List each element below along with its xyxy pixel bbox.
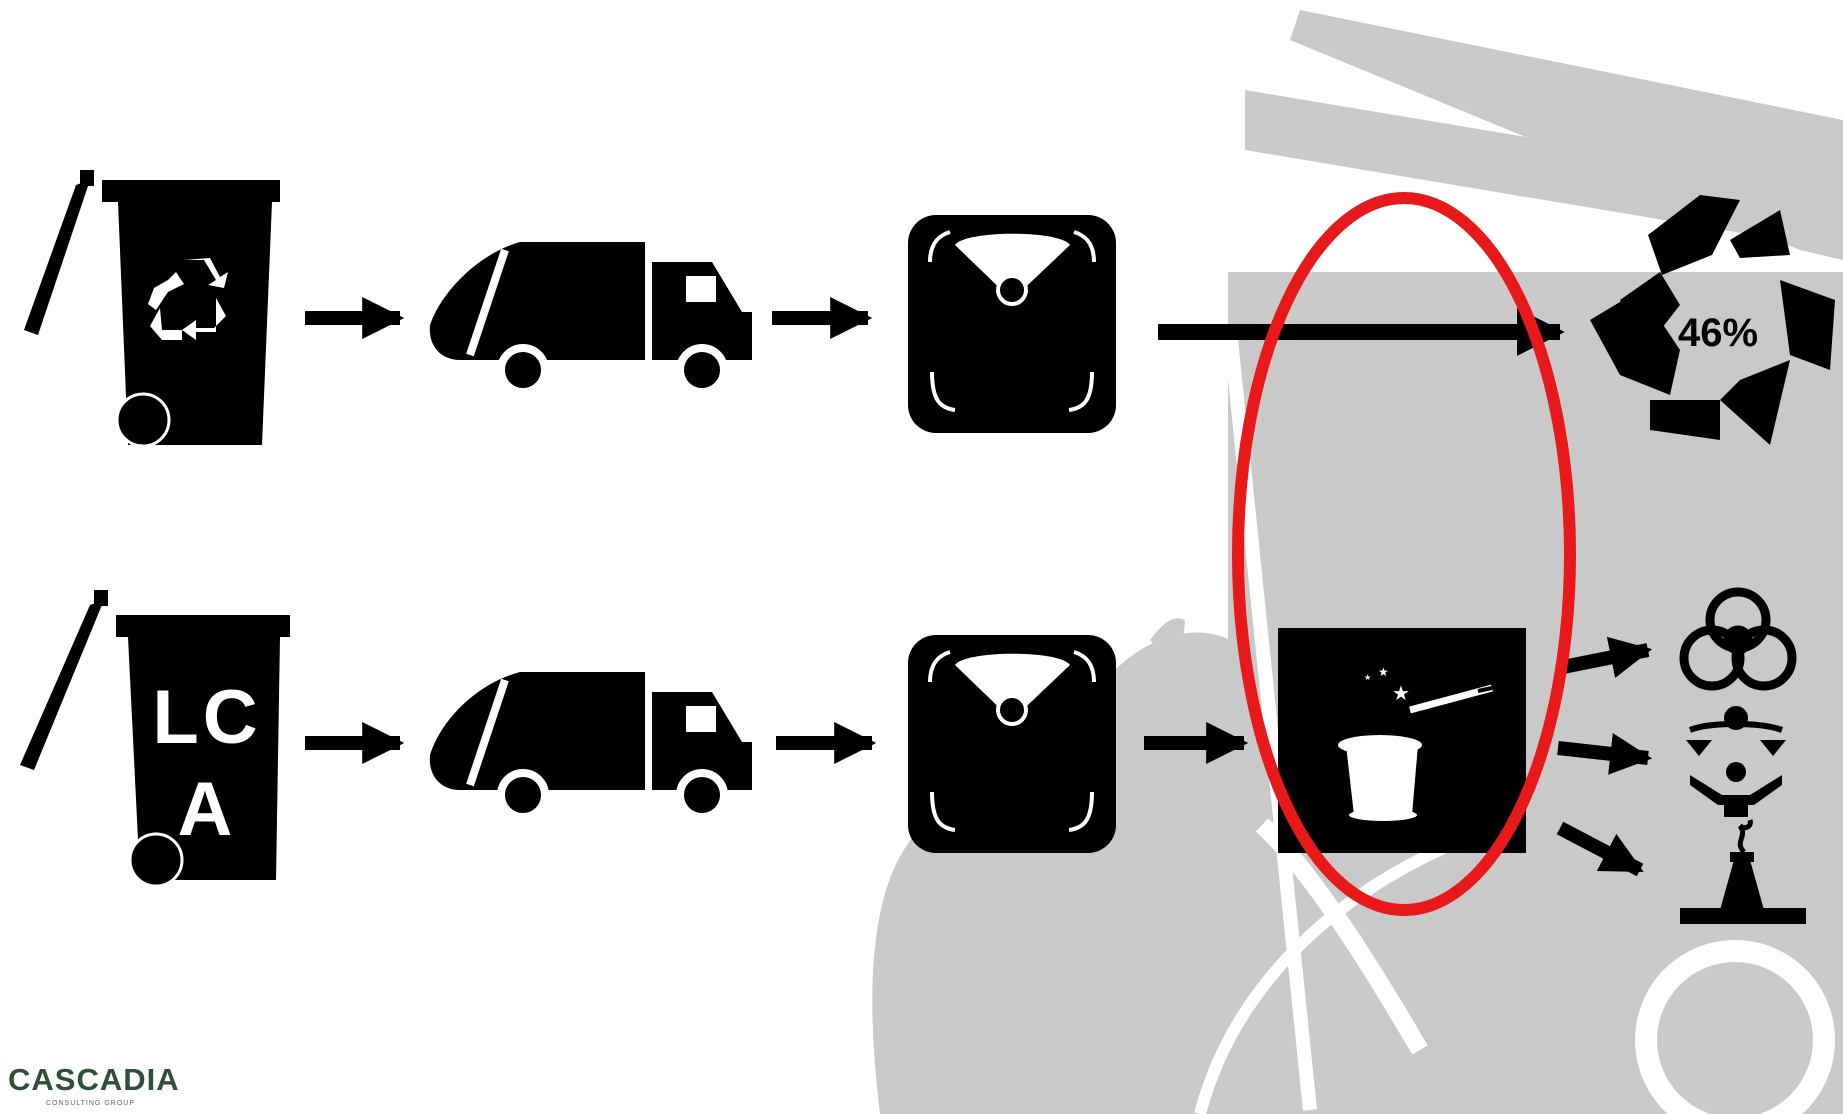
recycling-rate-text: 46% — [1678, 311, 1758, 355]
logo-name: CASCADIA — [8, 1062, 180, 1098]
svg-text:★: ★ — [1392, 681, 1410, 705]
cascadia-logo: CASCADIA CONSULTING GROUP — [0, 1060, 160, 1114]
arrow-to-justice — [1558, 748, 1648, 758]
logo-subtitle: CONSULTING GROUP — [46, 1100, 135, 1107]
garbage-truck-icon — [430, 672, 752, 817]
garbage-truck-icon — [430, 242, 752, 392]
recycling-bin-icon — [24, 170, 280, 446]
lca-bin-label: LC A — [141, 672, 273, 856]
weighing-scale-icon — [908, 635, 1116, 853]
magic-hat-wand-icon: ★ ★ ★ — [1278, 628, 1526, 853]
lca-label-line-2: A — [141, 764, 273, 856]
svg-text:★: ★ — [1378, 665, 1389, 679]
lca-label-line-1: LC — [141, 672, 273, 764]
weighing-scale-icon — [908, 215, 1116, 433]
svg-text:★: ★ — [1364, 673, 1371, 682]
